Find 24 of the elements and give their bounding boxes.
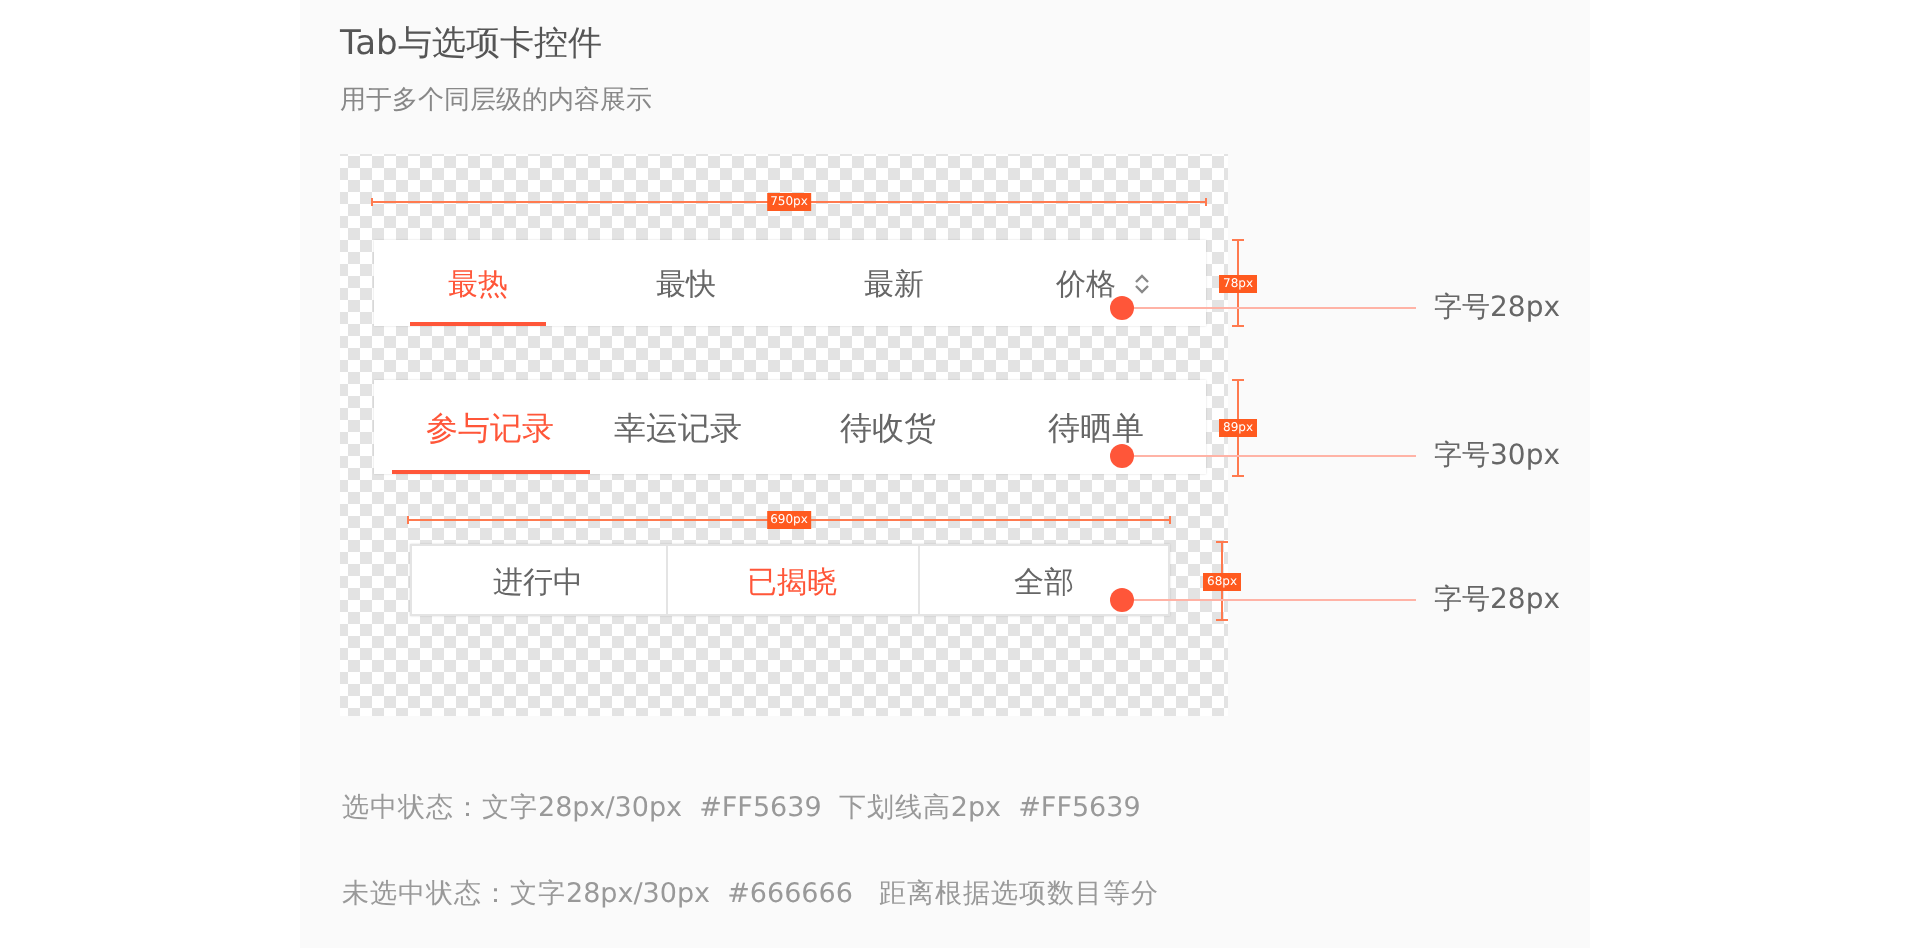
subtitle: 用于多个同层级的内容展示 bbox=[340, 84, 652, 118]
spec-note: 未选中状态：文字28px/30px #666666 距离根据选项数目等分 bbox=[342, 876, 1159, 912]
font-size-annotation: 字号28px bbox=[1434, 582, 1560, 618]
tab-label: 幸运记录 bbox=[614, 407, 742, 447]
tab-label: 最新 bbox=[864, 265, 924, 301]
tab-bar bbox=[410, 544, 1170, 616]
tab-label: 已揭晓 bbox=[747, 564, 837, 600]
tab-label: 最热 bbox=[448, 265, 508, 301]
leader-line bbox=[1110, 296, 1417, 320]
tab-bar bbox=[374, 240, 1206, 326]
tab-label: 进行中 bbox=[493, 564, 583, 600]
tab-label: 全部 bbox=[1014, 564, 1074, 600]
tab-label: 待收货 bbox=[840, 407, 936, 447]
leader-line bbox=[1110, 444, 1417, 468]
diagram-title: Tab与选项卡控件 bbox=[340, 22, 602, 66]
leader-line bbox=[1110, 588, 1417, 612]
tab-label: 最快 bbox=[656, 265, 716, 301]
spec-note: 选中状态：文字28px/30px #FF5639 下划线高2px #FF5639 bbox=[342, 790, 1141, 826]
tab-bar bbox=[374, 380, 1206, 474]
tab-label: 待晒单 bbox=[1048, 407, 1144, 447]
font-size-annotation: 字号28px bbox=[1434, 290, 1560, 326]
tab-label: 价格 bbox=[1056, 265, 1116, 301]
tab-label: 参与记录 bbox=[426, 407, 554, 447]
font-size-annotation: 字号30px bbox=[1434, 438, 1560, 474]
